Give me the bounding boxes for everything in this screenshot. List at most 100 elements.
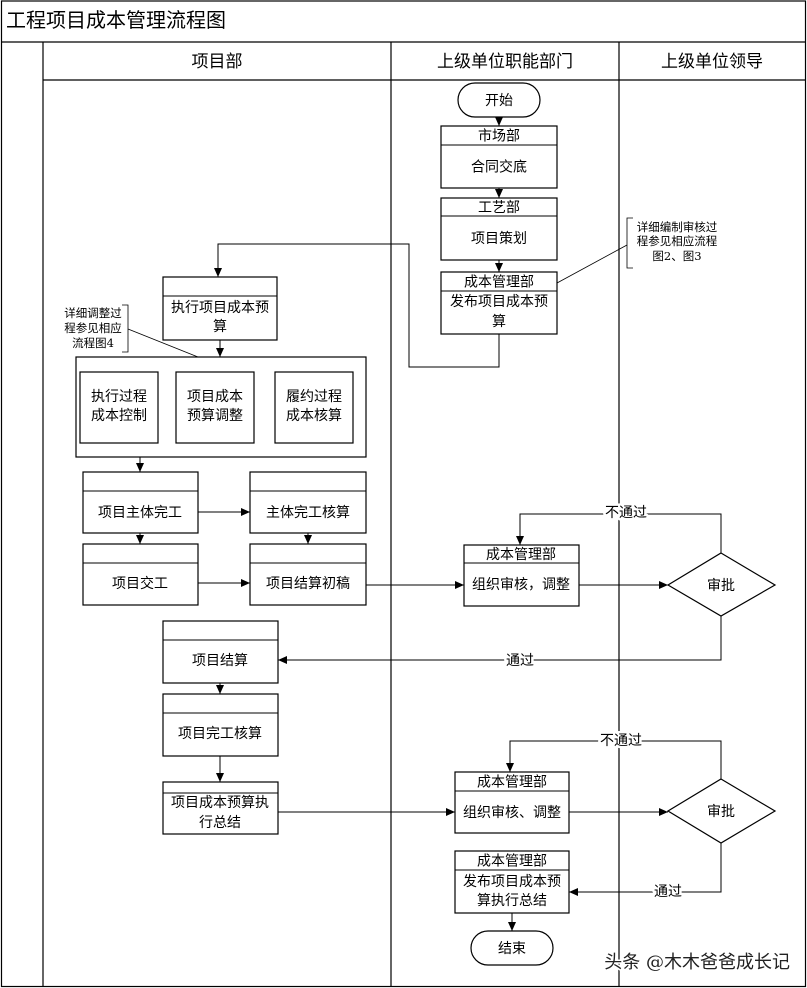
edge-labels: 不通过 通过 不通过 通过 (504, 503, 685, 903)
execution-item-contract-accounting: 履约过程 成本核算 (274, 371, 354, 444)
node-end: 结束 (470, 930, 554, 966)
review-adjust-1-task: 组织审核，调整 (472, 577, 570, 593)
edge-approval-1-reject (516, 513, 722, 553)
execution-item-cost-control-line-1: 执行过程 (91, 389, 147, 405)
review-adjust-2-box (454, 771, 570, 834)
node-project-planning: 工艺部 项目策划 (440, 197, 558, 261)
node-publish-budget: 成本管理部 发布项目成本预 算 (440, 271, 558, 335)
end-label: 结束 (498, 941, 526, 957)
node-review-adjust-1: 成本管理部 组织审核，调整 (463, 544, 580, 607)
contract-briefing-task: 合同交底 (471, 159, 527, 176)
lane-header-functional-dept: 上级单位职能部门 (437, 52, 573, 72)
publish-summary-task-line-1: 发布项目成本预 (463, 874, 561, 890)
execute-budget-task-line-1: 执行项目成本预 (171, 300, 269, 316)
handover-box (82, 543, 199, 606)
approval-2-label: 审批 (707, 804, 735, 820)
annotation-budget-connector (556, 244, 628, 284)
execution-item-contract-accounting-box (274, 371, 354, 444)
edge-label-reject-2: 不通过 (600, 733, 642, 749)
main-completion-accounting-box (249, 471, 367, 534)
lane-header-project-dept: 项目部 (192, 52, 243, 72)
main-completion-accounting-task: 主体完工核算 (266, 505, 350, 521)
node-main-completion: 项目主体完工 (82, 471, 199, 534)
execute-budget-task-line-2: 算 (213, 319, 227, 335)
execution-item-contract-accounting-line-2: 成本核算 (286, 408, 342, 424)
project-planning-box (440, 197, 558, 261)
edge-approval-2-reject (506, 740, 722, 779)
node-approval-1: 审批 (666, 552, 777, 617)
publish-budget-box (440, 271, 558, 335)
contract-briefing-dept: 市场部 (478, 128, 520, 145)
publish-summary-dept: 成本管理部 (477, 854, 547, 870)
execution-item-cost-control-line-2: 成本控制 (91, 408, 147, 424)
annotation-adjust-line-3: 流程图4 (72, 336, 114, 350)
settlement-box (162, 620, 279, 684)
annotation-budget-line-3: 图2、图3 (652, 249, 701, 263)
annotation-budget-detail: 详细编制审核过 程参见相应流程 图2、图3 (556, 217, 718, 284)
node-review-adjust-2: 成本管理部 组织审核、调整 (454, 771, 570, 834)
execution-item-budget-adjust-line-1: 项目成本 (187, 389, 243, 405)
execution-summary-task-line-1: 项目成本预算执 (171, 795, 269, 811)
publish-summary-task-line-2: 算执行总结 (477, 893, 547, 909)
project-planning-dept: 工艺部 (478, 200, 520, 216)
node-completion-accounting: 项目完工核算 (162, 693, 279, 757)
publish-budget-task-line-2: 算 (492, 314, 506, 330)
start-label: 开始 (485, 93, 513, 109)
settlement-draft-task: 项目结算初稿 (266, 575, 350, 592)
edge-publish-budget-to-execute-budget (214, 243, 500, 368)
execution-summary-task-line-2: 行总结 (199, 815, 241, 831)
edge-label-pass-2: 通过 (654, 884, 682, 900)
publish-summary-box (454, 850, 570, 914)
node-start: 开始 (457, 82, 541, 118)
settlement-draft-box (249, 543, 367, 606)
node-contract-briefing: 市场部 合同交底 (440, 125, 558, 189)
execution-item-cost-control: 执行过程 成本控制 (79, 371, 159, 444)
lane-header-leadership: 上级单位领导 (661, 52, 763, 72)
node-main-completion-accounting: 主体完工核算 (249, 471, 367, 534)
annotation-adjust-bracket (122, 304, 129, 353)
node-handover: 项目交工 (82, 543, 199, 606)
review-adjust-1-dept: 成本管理部 (486, 547, 556, 563)
settlement-task: 项目结算 (192, 653, 248, 669)
review-adjust-2-task: 组织审核、调整 (463, 805, 561, 821)
node-settlement: 项目结算 (162, 620, 279, 684)
annotation-adjust-detail: 详细调整过 程参见相应 流程图4 (64, 304, 229, 370)
approval-1-label: 审批 (707, 578, 735, 594)
execute-budget-box (162, 276, 278, 341)
node-approval-2: 审批 (666, 778, 777, 844)
completion-accounting-box (162, 693, 279, 757)
watermark: 头条 @木木爸爸成长记 (604, 952, 790, 973)
execution-item-contract-accounting-line-1: 履约过程 (286, 389, 342, 405)
main-completion-task: 项目主体完工 (98, 505, 182, 521)
annotation-adjust-line-2: 程参见相应 (64, 321, 122, 335)
node-execution-summary: 项目成本预算执 行总结 (162, 781, 279, 835)
annotation-budget-bracket (626, 217, 633, 269)
edge-approval-2-pass (569, 843, 722, 896)
publish-budget-task-line-1: 发布项目成本预 (450, 294, 548, 310)
handover-task: 项目交工 (112, 575, 168, 592)
execution-item-budget-adjust-line-2: 预算调整 (187, 408, 243, 424)
main-completion-box (82, 471, 199, 534)
node-execute-budget: 执行项目成本预 算 (162, 276, 278, 341)
annotation-budget-line-1: 详细编制审核过 (637, 220, 718, 234)
annotation-budget-line-2: 程参见相应流程 (637, 234, 718, 248)
node-publish-summary: 成本管理部 发布项目成本预 算执行总结 (454, 850, 570, 914)
execution-summary-box (162, 781, 279, 835)
execution-item-budget-adjust: 项目成本 预算调整 (175, 371, 255, 444)
project-planning-task: 项目策划 (471, 230, 527, 247)
edge-label-reject-1: 不通过 (605, 505, 647, 521)
page-title: 工程项目成本管理流程图 (6, 8, 226, 32)
execution-item-budget-adjust-box (175, 371, 255, 444)
publish-budget-dept: 成本管理部 (464, 275, 534, 291)
node-execution-group: 执行过程 成本控制 项目成本 预算调整 履约过程 成本核算 (75, 356, 367, 458)
execution-item-cost-control-box (79, 371, 159, 444)
node-settlement-draft: 项目结算初稿 (249, 543, 367, 606)
edge-label-pass-1: 通过 (506, 653, 534, 669)
flow-edges (136, 117, 722, 931)
review-adjust-2-dept: 成本管理部 (477, 775, 547, 791)
edge-approval-1-pass (278, 616, 722, 664)
annotation-adjust-line-1: 详细调整过 (64, 306, 122, 320)
